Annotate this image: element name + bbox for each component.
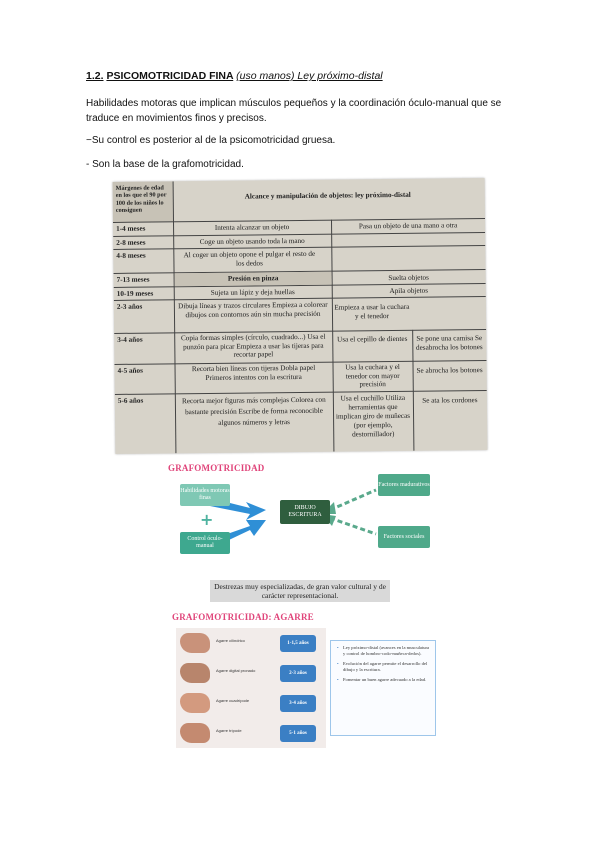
grip-name: Agarre cilíndrico bbox=[216, 638, 245, 643]
hand-icon bbox=[180, 633, 210, 653]
table-row-daily: Usa el cepillo de dientes bbox=[337, 334, 408, 344]
grip-name: Agarre cuadrípode bbox=[216, 698, 250, 703]
table-row-dressing: Se ata los cordones bbox=[422, 396, 478, 405]
table-row-age: 2-3 años bbox=[116, 302, 143, 311]
plus-icon: + bbox=[200, 510, 214, 529]
paragraph-grafomotricidad: - Son la base de la grafomotricidad. bbox=[86, 159, 244, 170]
table-row-dressing: Se pone una camisa Se desabrocha los bot… bbox=[415, 334, 483, 352]
diagram-title: GRAFOMOTRICIDAD bbox=[168, 463, 265, 473]
grip-row: Agarre cilíndrico 1-1,5 años bbox=[176, 630, 326, 658]
box-factores-madurativos: Factores madurativos bbox=[378, 474, 430, 496]
hand-icon bbox=[180, 663, 210, 683]
agarre-note: Evolución del agarre permite el desarrol… bbox=[337, 661, 431, 672]
table-row-age: 3-4 años bbox=[117, 335, 143, 344]
table-row-age: 2-8 meses bbox=[116, 238, 146, 247]
table-row-fine: Al coger un objeto opone el pulgar el re… bbox=[183, 249, 316, 268]
table-row-dressing: Se abrocha los botones bbox=[416, 366, 483, 375]
box-dibujo-escritura: DIBUJO ESCRITURA bbox=[280, 500, 330, 524]
table-row-daily: Apila objetos bbox=[389, 286, 429, 296]
box-control: Control óculo-manual bbox=[180, 532, 230, 554]
dashed-arrow bbox=[329, 488, 377, 512]
section-subtitle: (uso manos) Ley próximo-distal bbox=[236, 70, 383, 82]
table-row-fine: Intenta alcanzar un objeto bbox=[214, 223, 290, 232]
agarre-notes: Ley próximo-distal (avances en la muscul… bbox=[330, 640, 436, 736]
table-row-fine: Recorta mejor figuras más complejas Colo… bbox=[181, 395, 326, 427]
table-row-fine: Coge un objeto usando toda la mano bbox=[199, 236, 305, 247]
grip-age-badge: 1-1,5 años bbox=[280, 635, 316, 652]
table-row-age: 1-4 meses bbox=[116, 224, 146, 233]
grip-age-badge: 3-4 años bbox=[280, 695, 316, 712]
dashed-arrow bbox=[329, 516, 377, 536]
section-title: PSICOMOTRICIDAD FINA bbox=[106, 70, 234, 82]
paragraph-control: −Su control es posterior al de la psicom… bbox=[86, 135, 336, 146]
table-row-age: 10-19 meses bbox=[116, 289, 154, 298]
grip-row: Agarre trípode 5-1 años bbox=[176, 720, 326, 748]
table-header-title: Alcance y manipulación de objetos: ley p… bbox=[244, 190, 411, 201]
hand-icon bbox=[180, 693, 210, 713]
table-row-daily: Pasa un objeto de una mano a otra bbox=[358, 221, 458, 231]
table-row-fine: Recorta bien líneas con tijeras Dobla pa… bbox=[191, 363, 316, 382]
table-row-age: 5-6 años bbox=[117, 396, 144, 405]
grip-row: Agarre digital pronado 2-3 años bbox=[176, 660, 326, 688]
agarre-title: GRAFOMOTRICIDAD: AGARRE bbox=[172, 612, 314, 622]
diagram-caption: Destrezas muy especializadas, de gran va… bbox=[210, 580, 390, 602]
grip-row: Agarre cuadrípode 3-4 años bbox=[176, 690, 326, 718]
box-factores-sociales: Factores sociales bbox=[378, 526, 430, 548]
table-row-fine: Copia formas simples (círculo, cuadrado.… bbox=[180, 332, 326, 359]
hand-icon bbox=[180, 723, 210, 743]
table-row-daily: Suelta objetos bbox=[388, 273, 429, 283]
grip-name: Agarre trípode bbox=[216, 728, 242, 733]
agarre-note: Ley próximo-distal (avances en la muscul… bbox=[337, 645, 431, 656]
section-number: 1.2. bbox=[86, 70, 104, 82]
agarre-panel: Agarre cilíndrico 1-1,5 años Agarre digi… bbox=[176, 628, 326, 748]
development-table-photo: Márgenes de edad en los que el 90 por 10… bbox=[112, 178, 488, 454]
table-row-daily: Usa la cuchara y el tenedor con mayor pr… bbox=[345, 362, 400, 389]
section-heading: 1.2. PSICOMOTRICIDAD FINA (uso manos) Le… bbox=[86, 70, 383, 82]
table-row-age: 7-13 meses bbox=[116, 275, 150, 284]
table-row-daily: Empieza a usar la cuchara y el tenedor bbox=[334, 302, 410, 321]
grip-age-badge: 5-1 años bbox=[280, 725, 316, 742]
box-habilidades: Habilidades motoras finas bbox=[180, 484, 230, 506]
paragraph-definition: Habilidades motoras que implican músculo… bbox=[86, 98, 502, 124]
table-row-age: 4-5 años bbox=[117, 366, 143, 375]
table-row-fine: Presión en pinza bbox=[174, 271, 332, 287]
grip-age-badge: 2-3 años bbox=[280, 665, 316, 682]
agarre-note: Fomentar un buen agarre adecuado a la ed… bbox=[337, 677, 431, 683]
table-header-age: Márgenes de edad en los que el 90 por 10… bbox=[112, 181, 174, 222]
table-row-fine: Dibuja líneas y trazos circulares Empiez… bbox=[178, 300, 328, 319]
table-row-age: 4-8 meses bbox=[116, 251, 146, 260]
table-row-fine: Sujeta un lápiz y deja huellas bbox=[210, 288, 295, 297]
table-row-daily: Usa el cuchillo Utiliza herramientas que… bbox=[335, 393, 411, 439]
grip-name: Agarre digital pronado bbox=[216, 668, 256, 673]
